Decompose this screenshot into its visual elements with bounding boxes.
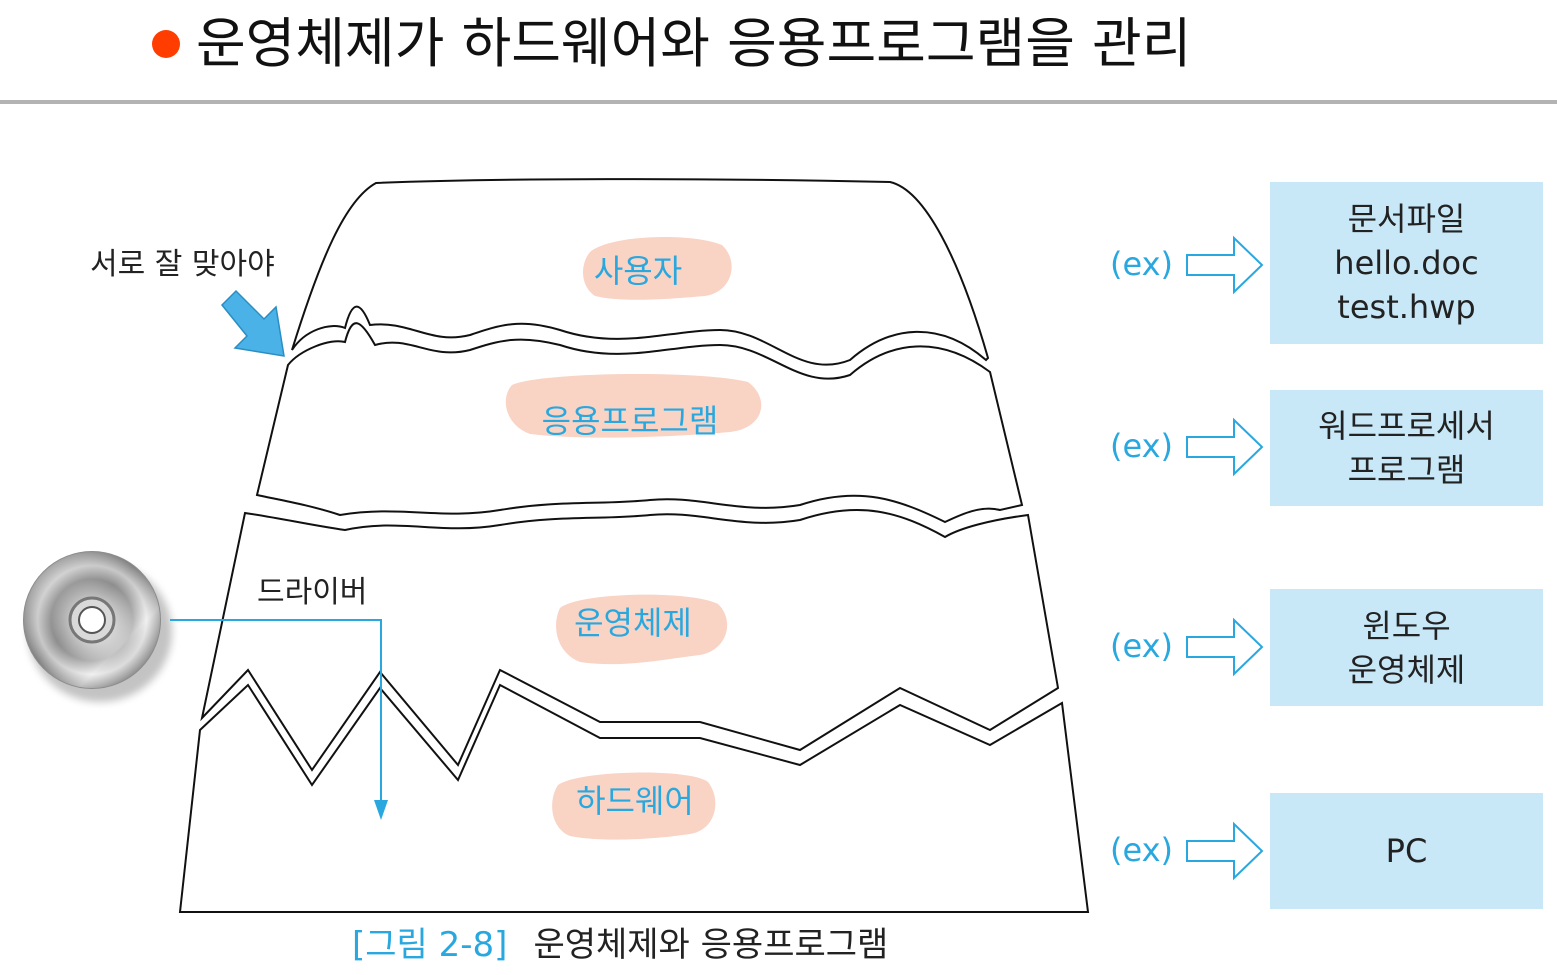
figure-number: [그림 2-8]	[352, 925, 508, 965]
hollow-arrow-icon-1	[1186, 235, 1264, 295]
layer-label-hw: 하드웨어	[576, 782, 694, 820]
example-box-user: 문서파일 hello.doc test.hwp	[1270, 182, 1543, 344]
example-prefix: (ex)	[1110, 427, 1174, 465]
cd-disc-icon	[23, 551, 172, 702]
layer-label-app: 응용프로그램	[541, 402, 719, 440]
title-bullet-icon	[152, 30, 180, 58]
example-line: test.hwp	[1337, 288, 1476, 326]
figure-caption: [그림 2-8] 운영체제와 응용프로그램	[352, 922, 888, 968]
example-line: 윈도우	[1362, 606, 1451, 645]
example-box-hw: PC	[1270, 793, 1543, 909]
example-line: 문서파일	[1347, 200, 1466, 238]
hollow-arrow-icon-4	[1186, 821, 1264, 881]
layer-label-os: 운영체제	[574, 604, 692, 642]
example-line: 워드프로세서	[1318, 407, 1495, 445]
callout-label: 서로 잘 맞아야	[90, 247, 275, 282]
figure-title: 운영체제와 응용프로그램	[533, 925, 889, 965]
slide-title: 운영체제가 하드웨어와 응용프로그램을 관리	[196, 12, 1192, 75]
highlight-app	[505, 374, 762, 438]
layer-label-user: 사용자	[593, 252, 683, 290]
highlight-user	[583, 236, 732, 300]
example-line: 프로그램	[1347, 451, 1466, 489]
highlight-hw	[552, 772, 716, 840]
highlight-os	[556, 594, 728, 665]
example-prefix: (ex)	[1110, 831, 1174, 869]
hollow-arrow-icon-3	[1186, 617, 1264, 677]
example-line: PC	[1385, 832, 1428, 870]
arrow-down-right-icon	[220, 289, 285, 357]
example-line: hello.doc	[1334, 244, 1479, 282]
example-box-os: 윈도우 운영체제	[1270, 589, 1543, 706]
example-prefix: (ex)	[1110, 245, 1174, 283]
driver-label: 드라이버	[257, 575, 368, 610]
example-prefix: (ex)	[1110, 627, 1174, 665]
slide-header: 운영체제가 하드웨어와 응용프로그램을 관리	[0, 0, 1557, 104]
hollow-arrow-icon-2	[1186, 417, 1264, 477]
example-box-app: 워드프로세서 프로그램	[1270, 390, 1543, 506]
driver-connector	[170, 619, 388, 820]
example-line: 운영체제	[1347, 650, 1466, 689]
